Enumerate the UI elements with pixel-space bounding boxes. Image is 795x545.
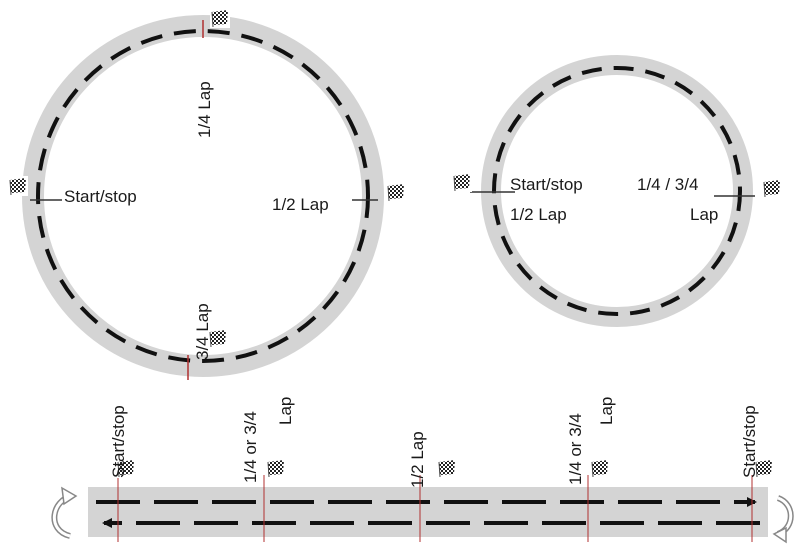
big-circle-start-label: Start/stop (64, 187, 137, 206)
big-circle-lane-dashes (36, 29, 370, 363)
small-circle-track: Start/stop 1/2 Lap 1/4 / 3/4 Lap (451, 55, 783, 327)
big-circle-quarter-flag-icon (209, 7, 231, 29)
small-circle-quarter-label-line1: 1/4 / 3/4 (637, 175, 698, 194)
big-circle-half-flag-icon (385, 181, 407, 203)
straight-quarter-label-2-line2: Lap (597, 397, 616, 425)
straight-quarter-label-1-line1: 1/4 or 3/4 (241, 411, 260, 483)
straight-quarter-flag-1-icon (265, 457, 287, 479)
straight-track-surface (88, 487, 768, 537)
small-circle-half-label: 1/2 Lap (510, 205, 567, 224)
u-turn-arrow-right-icon (772, 495, 794, 544)
straight-half-flag-icon (436, 457, 458, 479)
u-turn-arrow-left-icon (51, 486, 78, 539)
straight-track: Start/stop 1/4 or 3/4 Lap 1/2 Lap 1/4 or… (51, 397, 794, 544)
big-circle-track: 1/4 Lap Start/stop 1/2 Lap 3/4 Lap (7, 7, 407, 380)
straight-quarter-label-2-line1: 1/4 or 3/4 (566, 413, 585, 485)
small-circle-lane-dashes (492, 66, 742, 316)
small-circle-start-flag-icon (451, 171, 473, 193)
straight-quarter-flag-2-icon (589, 457, 611, 479)
big-circle-three-quarter-label: 3/4 Lap (193, 303, 212, 360)
big-circle-half-label: 1/2 Lap (272, 195, 329, 214)
small-circle-quarter-label-line2: Lap (690, 205, 718, 224)
straight-start-label-right: Start/stop (740, 405, 759, 478)
straight-half-label: 1/2 Lap (408, 431, 427, 488)
small-circle-track-surface (481, 55, 753, 327)
small-circle-start-label: Start/stop (510, 175, 583, 194)
big-circle-quarter-label: 1/4 Lap (195, 81, 214, 138)
straight-start-label-left: Start/stop (109, 405, 128, 478)
straight-quarter-label-1-line2: Lap (276, 397, 295, 425)
small-circle-quarter-flag-icon (761, 177, 783, 199)
big-circle-start-flag-icon (7, 175, 29, 197)
